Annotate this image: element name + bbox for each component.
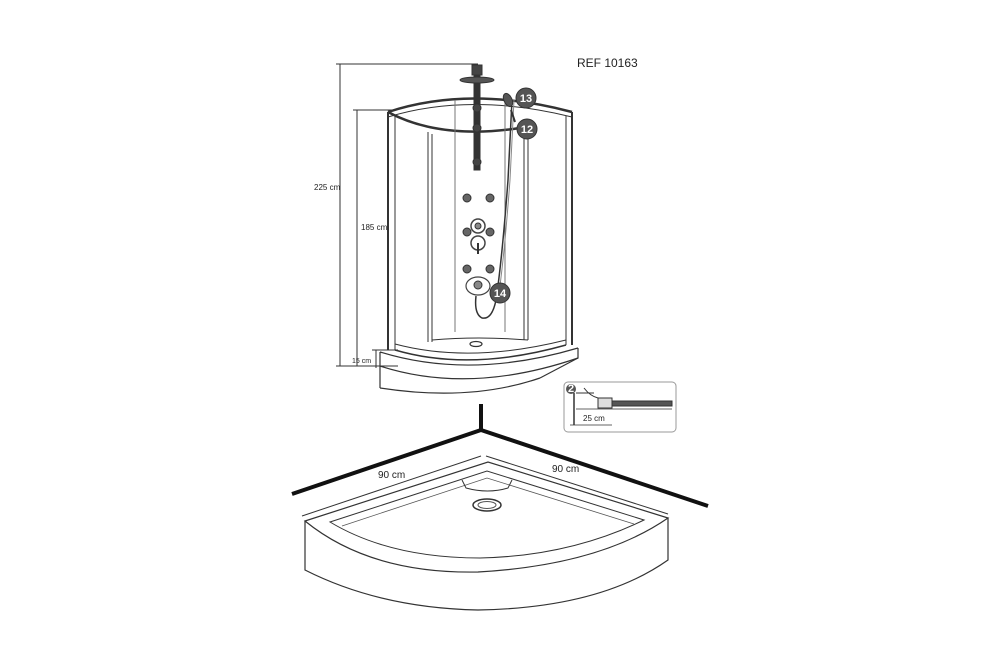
svg-text:14: 14	[494, 288, 507, 300]
drain-detail-box: 2 25 cm	[563, 381, 677, 433]
callout-12: 12	[516, 118, 538, 140]
callout-13: 13	[515, 87, 537, 109]
svg-text:12: 12	[521, 124, 533, 136]
cabin-tray	[379, 340, 579, 394]
reference-label: REF 10163	[577, 56, 638, 70]
callout-2-text: 2	[568, 383, 574, 395]
shower-tray-large	[291, 404, 709, 611]
shower-column	[459, 64, 495, 296]
width-right-label: 90 cm	[552, 464, 579, 475]
width-left-label: 90 cm	[378, 470, 405, 481]
drain-offset-label: 25 cm	[583, 414, 605, 423]
callout-14: 14	[489, 282, 511, 304]
tray-height-label: 15 cm	[352, 358, 371, 365]
dimension-lines	[336, 63, 478, 368]
cabin-height-label: 185 cm	[361, 223, 388, 232]
total-height-label: 225 cm	[314, 183, 341, 192]
svg-text:13: 13	[520, 93, 532, 105]
